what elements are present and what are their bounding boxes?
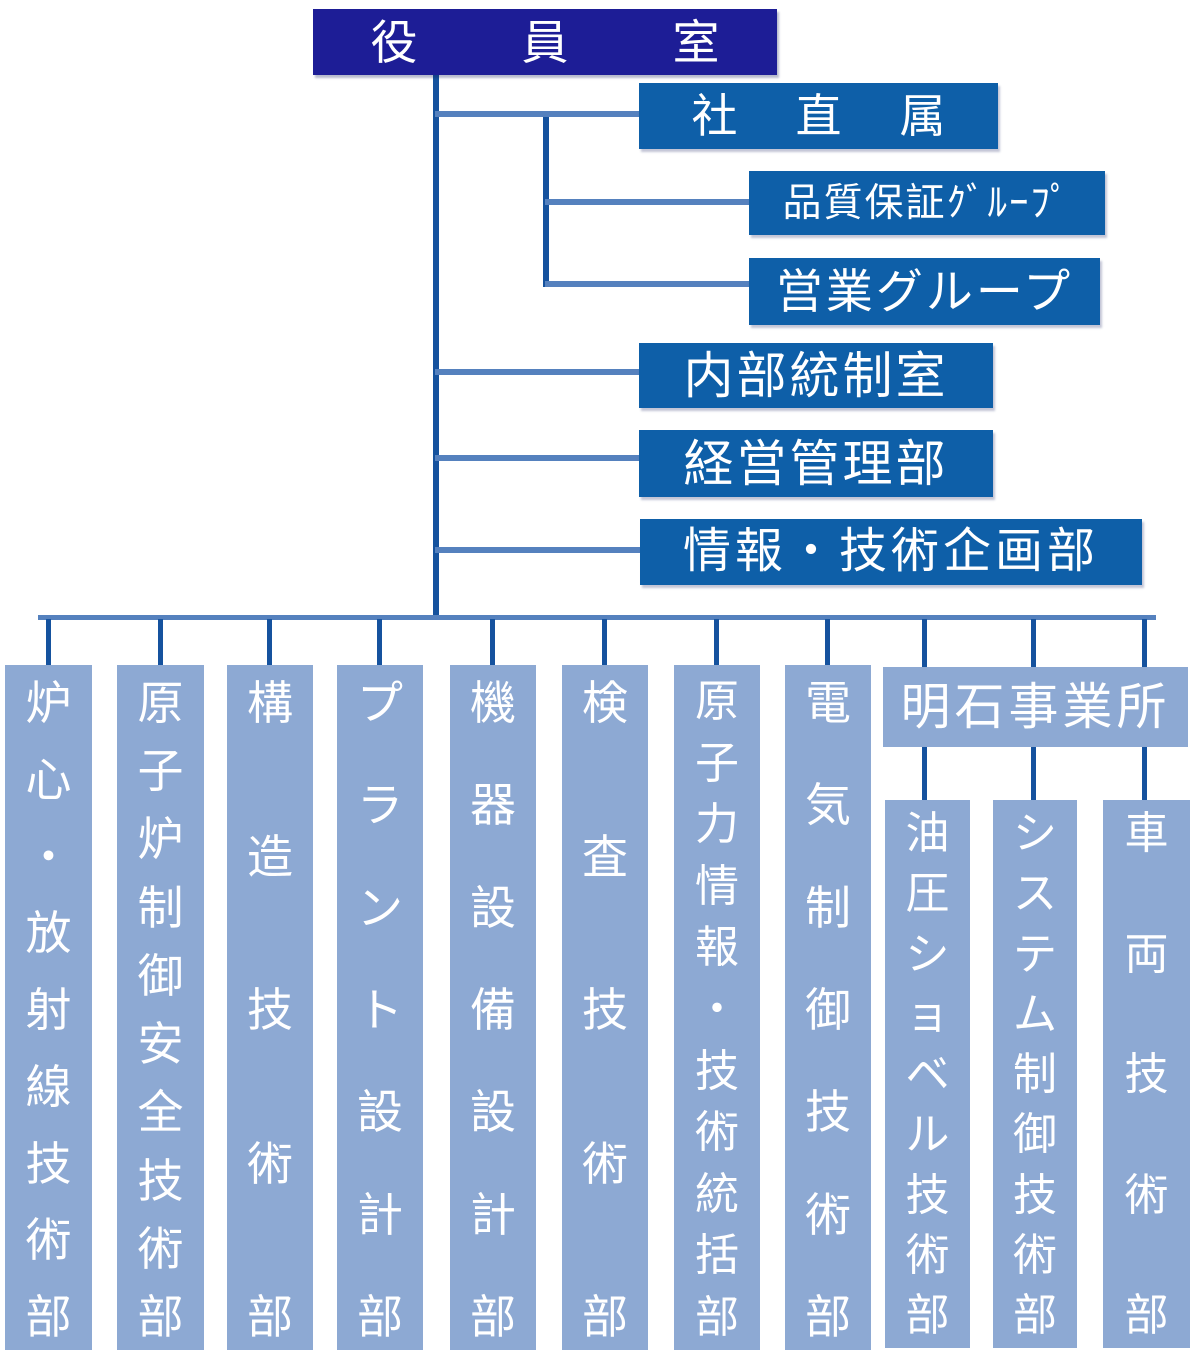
info-tech-planning-dept-box: 情報・技術企画部 <box>640 519 1142 585</box>
connector-sales-group <box>545 281 751 287</box>
quality-assurance-group-box: 品質保証ｸﾞﾙｰﾌﾟ <box>749 171 1105 235</box>
stub-dept-4 <box>377 619 382 666</box>
executive-office-box: 役員室 <box>313 9 777 75</box>
connector-quality-assurance <box>545 199 751 205</box>
stub-dept-3 <box>267 619 272 666</box>
stub-akashi-bottom-2 <box>1031 747 1036 800</box>
connector-internal-control <box>435 369 641 375</box>
dept-column-inspection: 検査技術部 <box>562 665 648 1350</box>
stub-akashi-bottom-1 <box>922 747 927 800</box>
stub-dept-1 <box>46 619 51 666</box>
internal-control-office-box: 内部統制室 <box>639 343 993 408</box>
akashi-dept-column-hydraulic-excavator: 油圧ショベル技術部 <box>885 800 970 1348</box>
dept-column-reactor-control-safety: 原子炉制御安全技術部 <box>117 665 204 1350</box>
sales-group-box: 営業グループ <box>749 258 1100 325</box>
connector-direct <box>435 111 641 117</box>
stub-dept-2 <box>158 619 163 666</box>
stub-dept-6 <box>602 619 607 666</box>
dept-column-nuclear-info: 原子力情報・技術統括部 <box>674 665 760 1350</box>
company-direct-box: 社直属 <box>639 83 998 149</box>
akashi-dept-column-vehicle: 車両技術部 <box>1103 800 1190 1348</box>
trunk-line <box>433 75 439 619</box>
stub-akashi-top-3 <box>1142 619 1147 668</box>
dept-column-core-radiation: 炉心・放射線技術部 <box>5 665 92 1350</box>
departments-bus-line <box>38 615 1156 620</box>
stub-akashi-bottom-3 <box>1142 747 1147 800</box>
dept-column-electrical-control: 電気制御技術部 <box>785 665 871 1350</box>
connector-info-tech-planning <box>435 547 642 553</box>
stub-dept-7 <box>714 619 719 666</box>
dept-column-equipment-design: 機器設備設計部 <box>450 665 536 1350</box>
management-admin-dept-box: 経営管理部 <box>639 430 993 497</box>
stub-dept-8 <box>825 619 830 666</box>
akashi-dept-column-system-control: システム制御技術部 <box>993 800 1077 1348</box>
stub-dept-5 <box>490 619 495 666</box>
dept-column-plant-design: プラント設計部 <box>337 665 423 1350</box>
connector-management-admin <box>435 455 641 461</box>
stub-akashi-top-2 <box>1031 619 1036 668</box>
stub-akashi-top-1 <box>922 619 927 668</box>
dept-column-structural: 構造技術部 <box>227 665 313 1350</box>
akashi-office-box: 明石事業所 <box>883 667 1188 747</box>
